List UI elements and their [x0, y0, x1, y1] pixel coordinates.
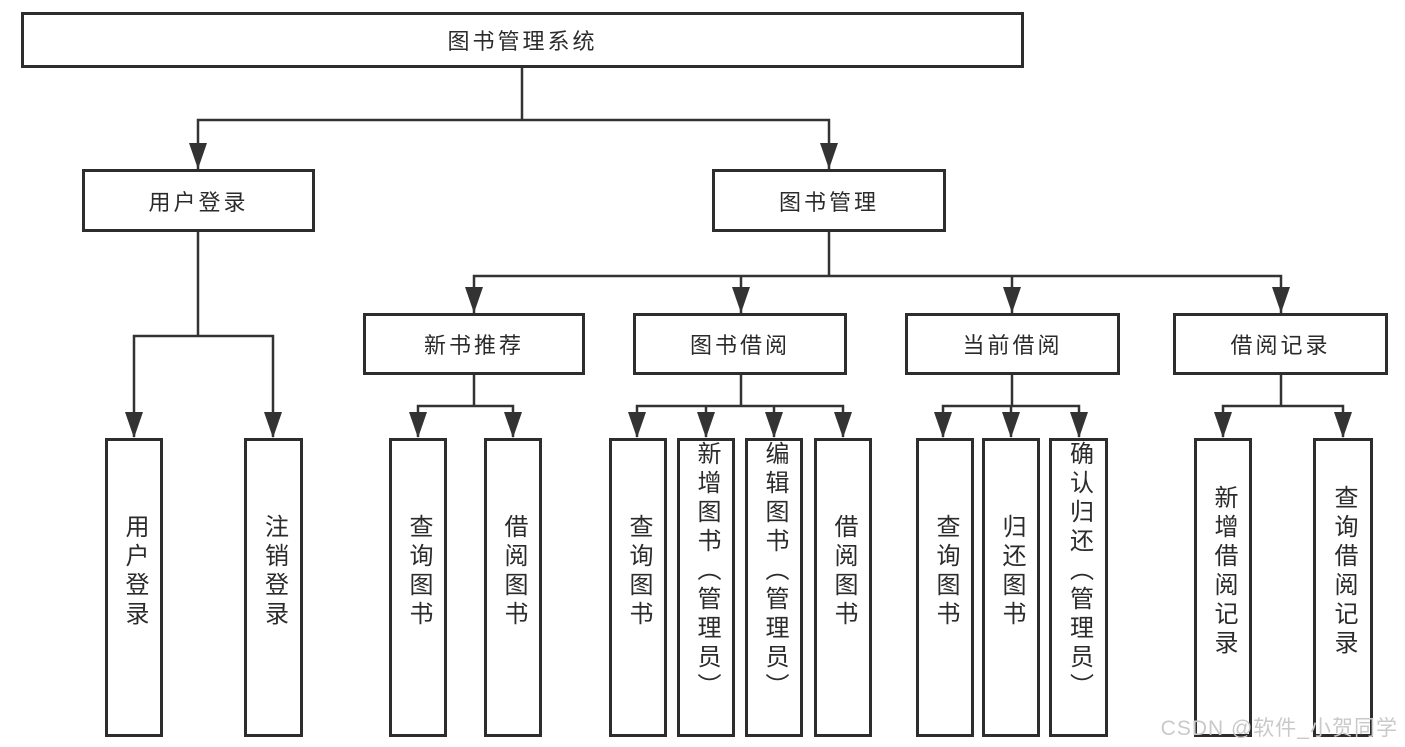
node-borrowing-records: 借阅记录 — [1173, 313, 1388, 375]
node-new-book-recommendation: 新书推荐 — [363, 313, 585, 375]
node-user-login-label: 用户登录 — [148, 189, 249, 215]
node-add-borrow-record-label: 新增借阅记录 — [1210, 484, 1237, 659]
node-logout-action: 注销登录 — [244, 438, 303, 737]
node-current-borrowing: 当前借阅 — [905, 313, 1120, 375]
arrowhead-icons — [125, 143, 1352, 438]
node-logout-action-label: 注销登录 — [260, 513, 288, 630]
node-borrowing-records-label: 借阅记录 — [1230, 333, 1331, 358]
node-query-borrow-record-label: 查询借阅记录 — [1330, 484, 1357, 659]
node-add-borrow-record: 新增借阅记录 — [1194, 438, 1252, 737]
watermark: CSDN @软件_小贺同学 — [1160, 717, 1398, 740]
node-borrow-books-label: 借阅图书 — [830, 513, 857, 630]
node-confirm-return-admin-label: 确认归还（管理员） — [1065, 441, 1093, 702]
node-query-books-borrow: 查询图书 — [609, 438, 667, 737]
node-edit-books-admin: 编辑图书（管理员） — [745, 438, 803, 737]
node-confirm-return-admin: 确认归还（管理员） — [1049, 438, 1108, 737]
node-add-books-admin-label: 新增图书（管理员） — [693, 441, 720, 702]
node-root-label: 图书管理系统 — [447, 29, 598, 54]
node-login-action-label: 用户登录 — [121, 513, 148, 630]
node-new-book-recommendation-label: 新书推荐 — [423, 333, 524, 358]
node-borrow-books-recommend-label: 借阅图书 — [500, 513, 527, 630]
node-borrow-books-recommend: 借阅图书 — [484, 438, 542, 737]
node-query-books-current: 查询图书 — [916, 438, 974, 737]
node-book-borrowing: 图书借阅 — [633, 313, 847, 375]
node-book-borrowing-label: 图书借阅 — [689, 333, 790, 358]
node-query-borrow-record: 查询借阅记录 — [1313, 438, 1373, 737]
node-query-books-recommend-label: 查询图书 — [405, 513, 432, 630]
node-book-management-label: 图书管理 — [778, 189, 879, 215]
node-login-action: 用户登录 — [105, 438, 163, 737]
node-return-books-label: 归还图书 — [998, 513, 1025, 630]
node-user-login: 用户登录 — [82, 169, 315, 232]
node-return-books: 归还图书 — [982, 438, 1040, 737]
node-borrow-books: 借阅图书 — [814, 438, 872, 737]
node-query-books-recommend: 查询图书 — [389, 438, 447, 737]
node-add-books-admin: 新增图书（管理员） — [677, 438, 735, 737]
node-query-books-current-label: 查询图书 — [932, 513, 959, 630]
node-book-management: 图书管理 — [712, 169, 946, 232]
node-root: 图书管理系统 — [21, 12, 1024, 68]
node-edit-books-admin-label: 编辑图书（管理员） — [761, 441, 788, 702]
node-current-borrowing-label: 当前借阅 — [962, 333, 1063, 358]
node-query-books-borrow-label: 查询图书 — [625, 513, 652, 630]
